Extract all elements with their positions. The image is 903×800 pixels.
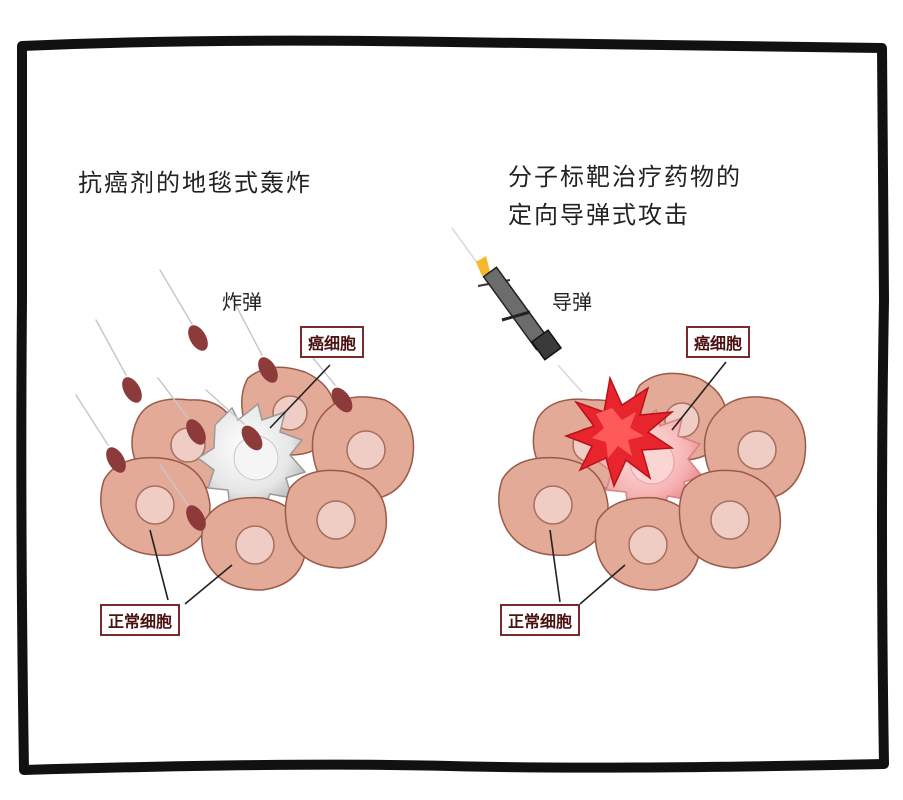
normal-cell xyxy=(678,469,782,569)
pointer-normal-left-1 xyxy=(149,529,169,601)
cancer-cell-tag-right: 癌细胞 xyxy=(686,326,751,358)
missile-label: 导弹 xyxy=(552,290,592,314)
pointer-cancer-right xyxy=(671,361,727,431)
bomb-icon xyxy=(75,394,126,473)
cancer-cell-tag-left: 癌细胞 xyxy=(300,326,365,358)
normal-cell xyxy=(100,456,211,557)
missile-icon xyxy=(451,227,583,393)
frame-border xyxy=(16,35,889,775)
bomb-icon xyxy=(157,377,206,445)
bomb-icon xyxy=(159,269,208,351)
left-cell-cluster xyxy=(100,366,415,591)
bomb-label: 炸弹 xyxy=(222,290,262,314)
bomb-icon xyxy=(159,464,206,531)
bomb-icon xyxy=(205,389,263,451)
pointer-normal-left-2 xyxy=(184,564,233,605)
bomb-icon xyxy=(231,297,278,383)
bomb-icon xyxy=(95,319,142,403)
bombs xyxy=(75,269,353,531)
normal-cell xyxy=(284,469,388,569)
normal-cell-tag-right: 正常细胞 xyxy=(500,604,581,636)
pointer-normal-right-1 xyxy=(549,529,561,603)
right-panel-title-line1: 分子标靶治疗药物的 xyxy=(508,163,742,191)
pointer-cancer-left xyxy=(269,364,331,429)
normal-cell xyxy=(201,496,307,591)
left-panel-title: 抗癌剂的地毯式轰炸 xyxy=(78,169,312,197)
normal-cell-tag-left: 正常细胞 xyxy=(100,604,181,636)
right-panel-title-line2: 定向导弹式攻击 xyxy=(508,201,690,229)
normal-cell xyxy=(498,456,609,557)
right-cell-cluster xyxy=(498,372,807,591)
pointer-normal-right-2 xyxy=(579,564,626,605)
